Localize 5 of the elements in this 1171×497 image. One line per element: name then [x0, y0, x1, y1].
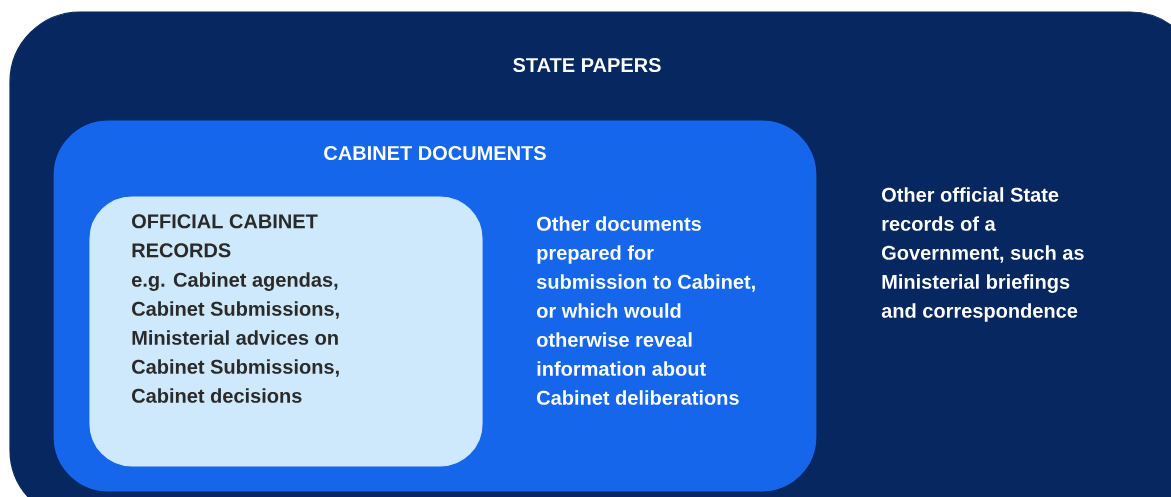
panel-text: e.g. Cabinet agendas, Cabinet Submissions, Ministerial advices on Cabinet Submissions, Cabinet decisions: [132, 272, 339, 403]
panel-heading: STATE PAPERS: [513, 57, 661, 73]
panel-text: Other documents prepared for submission to Cabinet, or which would otherwise reveal information about Cabinet deliberations: [536, 216, 755, 405]
panel-heading: CABINET DOCUMENTS: [324, 145, 546, 161]
panel-text: Other official State records of a Government, such as Ministerial briefings and correspondence: [881, 187, 1084, 322]
